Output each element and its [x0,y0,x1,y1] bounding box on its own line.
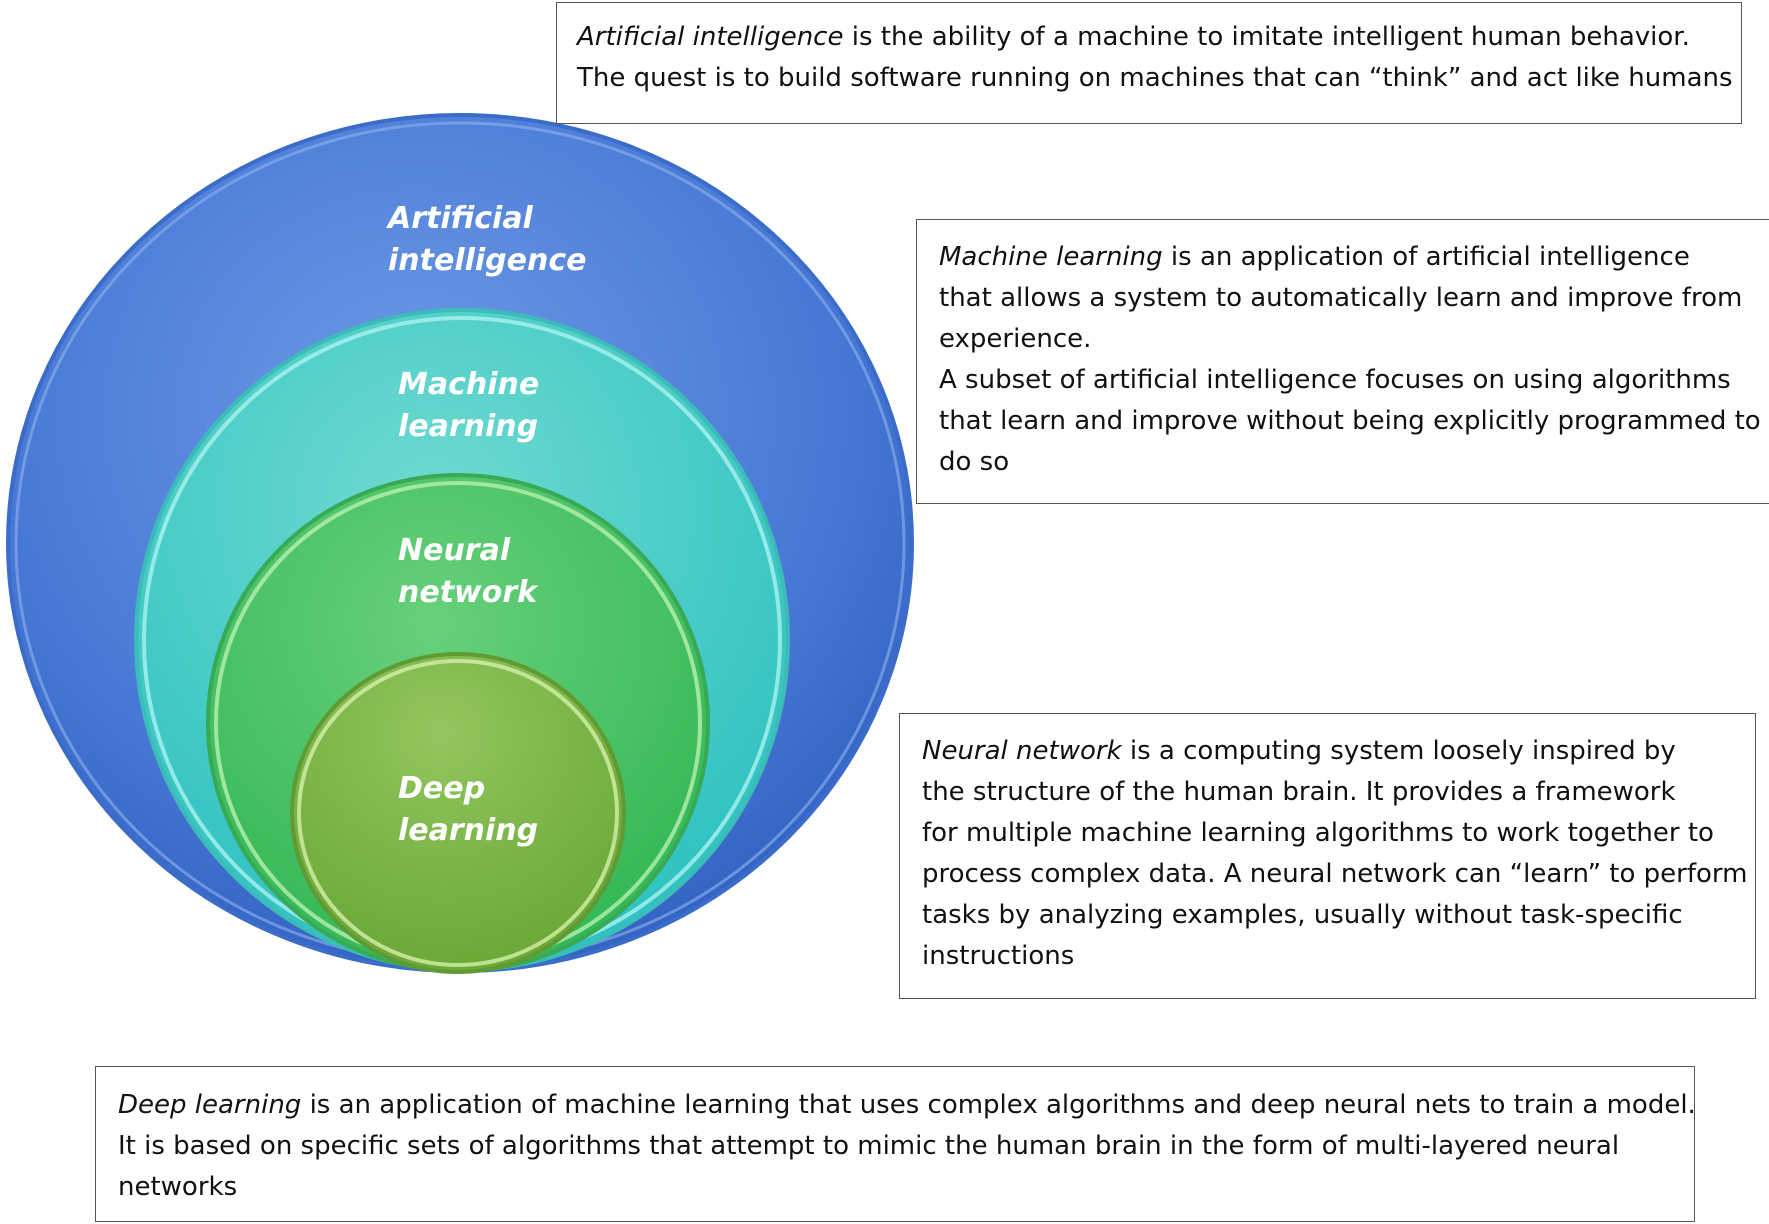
ml-definition-box: Machine learning is an application of ar… [916,219,1769,504]
ml-label-line-2: learning [398,409,538,444]
ml-label: Machine learning [398,367,550,444]
dl-label: Deep learning [398,771,538,848]
dl-circle-rim [297,659,619,967]
dl-definition-line-2: It is based on specific sets of algorith… [118,1131,1620,1161]
nn-definition-line-3: for multiple machine learning algorithms… [922,818,1714,848]
nn-definition-text: is a computing system loosely inspired b… [1121,736,1676,766]
nn-definition-box: Neural network is a computing system loo… [899,713,1756,999]
ml-definition-line-4: A subset of artificial intelligence focu… [939,365,1731,395]
dl-definition-text: is an application of machine learning th… [301,1090,1696,1120]
ai-definition-text: is the ability of a machine to imitate i… [843,22,1690,52]
dl-circle [290,652,626,974]
dl-term: Deep learning [118,1090,302,1120]
nn-definition-line-6: instructions [922,941,1075,971]
nn-label-line-2: network [398,575,539,610]
ml-definition-line-6: do so [939,447,1010,477]
dl-definition-line-1: Deep learning is an application of machi… [118,1085,1696,1126]
ai-definition-box: Artificial intelligence is the ability o… [556,2,1742,124]
nn-term: Neural network [922,736,1122,766]
ml-definition-line-3: experience. [939,324,1092,354]
dl-definition-box: Deep learning is an application of machi… [95,1066,1696,1222]
ai-definition-line-2: The quest is to build software running o… [577,63,1733,93]
ml-definition-line-2: that allows a system to automatically le… [939,283,1743,313]
ai-label-line-2: intelligence [388,243,587,278]
ml-label-line-1: Machine [398,367,539,402]
nn-definition-line-1: Neural network is a computing system loo… [922,731,1733,772]
dl-definition-line-3: networks [118,1172,238,1202]
ai-label: Artificial intelligence [386,201,587,278]
nn-definition-line-4: process complex data. A neural network c… [922,859,1748,889]
ml-term: Machine learning [939,242,1163,272]
dl-label-line-2: learning [398,813,538,848]
ml-definition-line-1: Machine learning is an application of ar… [939,237,1747,278]
dl-label-line-1: Deep [398,771,485,806]
ai-term: Artificial intelligence [577,22,844,52]
ml-definition-line-5: that learn and improve without being exp… [939,406,1761,436]
ai-label-line-1: Artificial [386,201,534,236]
nn-label: Neural network [398,533,539,610]
ml-definition-text: is an application of artificial intellig… [1162,242,1690,272]
ai-definition-line-1: Artificial intelligence is the ability o… [577,17,1721,58]
nn-definition-line-5: tasks by analyzing examples, usually wit… [922,900,1683,930]
nn-definition-line-2: the structure of the human brain. It pro… [922,777,1676,807]
nn-label-line-1: Neural [398,533,511,568]
